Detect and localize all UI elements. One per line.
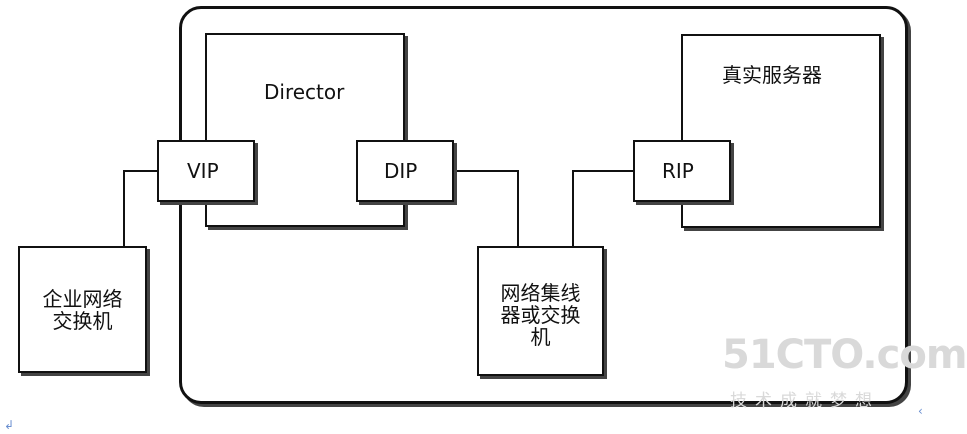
- hub-switch-box: [477, 246, 604, 376]
- watermark-tagline: 技术成就梦想: [730, 391, 880, 411]
- enterprise-switch-line-1: 企业网络: [42, 287, 123, 311]
- enterprise-switch-label: 企业网络 交换机: [18, 288, 147, 332]
- wire-enterprise-to-vip: [123, 170, 158, 172]
- rip-label: RIP: [662, 159, 694, 183]
- hub-switch-label: 网络集线 器或交换 机: [477, 282, 604, 348]
- wire-dip-right: [455, 170, 519, 172]
- hub-switch-line-3: 机: [530, 325, 551, 349]
- wire-hub-to-rip: [572, 170, 634, 172]
- dip-box: [356, 140, 454, 202]
- watermark-brand: 51CTO.com: [722, 332, 967, 378]
- dip-label: DIP: [384, 159, 418, 183]
- rip-box: [633, 140, 731, 202]
- hub-switch-line-2: 器或交换: [500, 303, 581, 327]
- lvs-topology-diagram: Director 真实服务器 VIP DIP RIP 企业网络 交换机 网络集线…: [4, 6, 967, 432]
- hub-switch-line-1: 网络集线: [500, 281, 581, 305]
- wire-hub-up: [572, 170, 574, 247]
- corner-mark-right: ‹: [918, 404, 923, 418]
- director-label: Director: [264, 80, 345, 104]
- real-server-label: 真实服务器: [722, 63, 822, 87]
- vip-box: [157, 140, 255, 202]
- vip-label: VIP: [187, 159, 219, 183]
- wire-dip-down: [517, 170, 519, 247]
- corner-mark-left: ↲: [4, 418, 15, 432]
- wire-enterprise-up: [123, 170, 125, 248]
- enterprise-switch-line-2: 交换机: [52, 309, 113, 333]
- enterprise-switch-box: [18, 246, 147, 373]
